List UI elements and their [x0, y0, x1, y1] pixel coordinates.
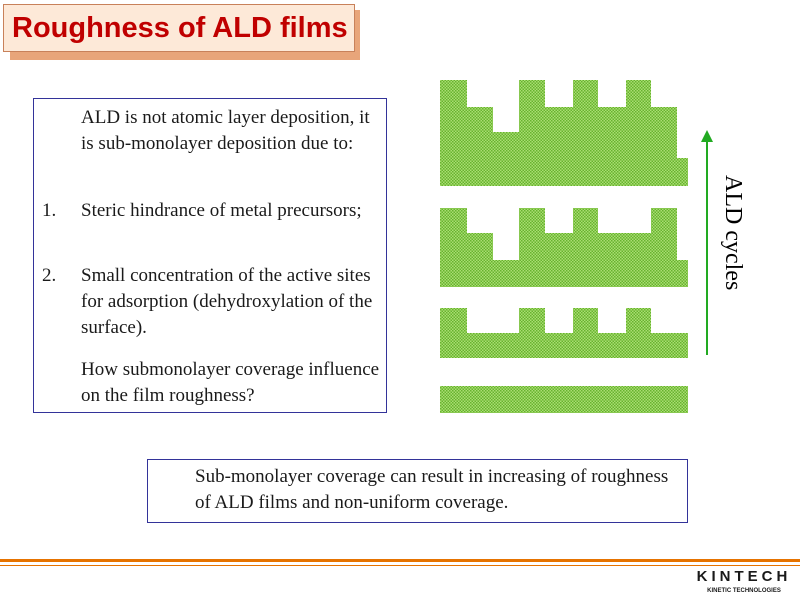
roughness-diagram — [440, 80, 688, 413]
footer-divider — [0, 559, 800, 562]
film-layer-cycle-2 — [440, 308, 688, 358]
film-layer-cycle-3 — [440, 208, 688, 287]
ald-cycles-arrow — [701, 130, 713, 355]
slide-title: Roughness of ALD films — [3, 4, 355, 52]
logo-tagline: KINETIC TECHNOLOGIES — [707, 588, 781, 594]
question-text: How submonolayer coverage influence on t… — [81, 359, 380, 406]
footer-divider-thin — [0, 565, 800, 566]
kintech-logo: KINTECH KINETIC TECHNOLOGIES — [690, 567, 798, 599]
reason-2-number: 2. — [42, 265, 57, 286]
film-layer-cycle-1 — [440, 386, 688, 413]
ald-cycles-label: ALD cycles — [720, 175, 746, 291]
logo-name: KINTECH — [696, 568, 792, 585]
reason-2-text: Small concentration of the active sites … — [81, 265, 373, 338]
reason-1-text: Steric hindrance of metal precursors; — [81, 200, 362, 221]
explanation-box: ALD is not atomic layer deposition, it i… — [33, 98, 387, 413]
film-layer-cycle-4 — [440, 80, 688, 186]
reason-1-number: 1. — [42, 200, 57, 221]
intro-text: ALD is not atomic layer deposition, it i… — [81, 107, 370, 154]
conclusion-box: Sub-monolayer coverage can result in inc… — [147, 459, 688, 523]
